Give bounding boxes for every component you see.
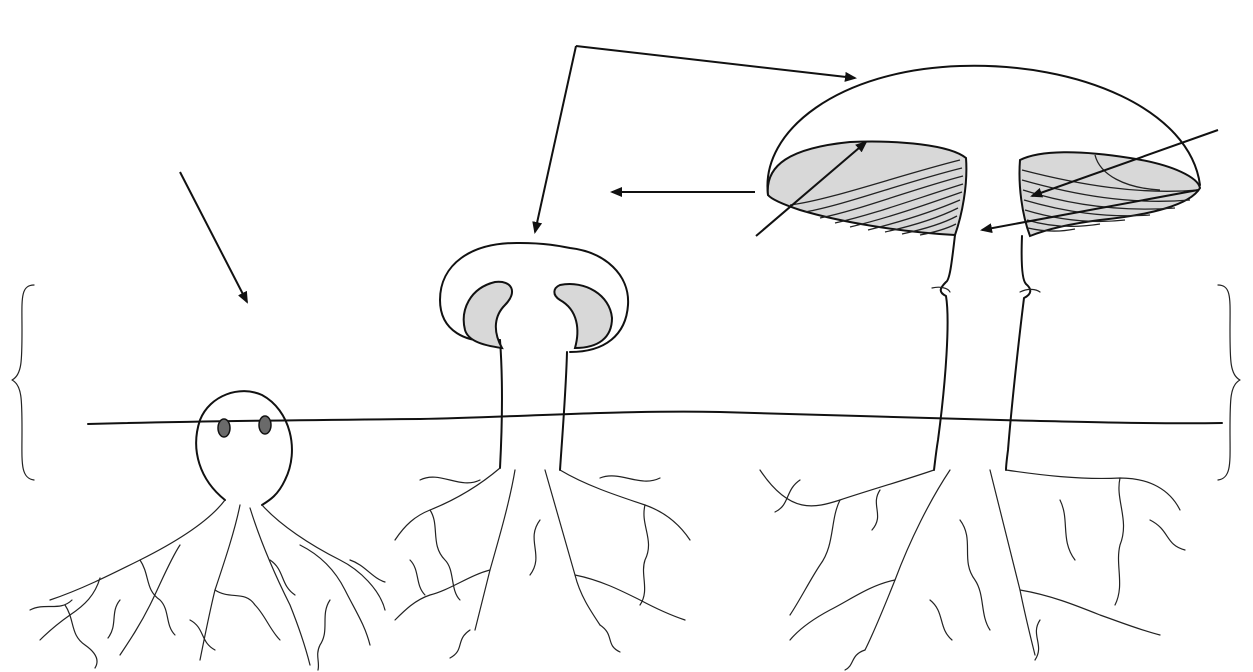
young-mushroom [440,243,628,470]
young-gill-left [464,282,512,348]
button-gill-left [218,419,230,437]
soil-surface-line [88,412,1222,424]
button-stage [196,391,292,505]
mature-mushroom [767,66,1200,470]
young-gill-right [554,284,612,348]
button-gill-right [259,416,271,434]
mycelium-left [30,500,385,670]
right-brace [1218,285,1240,480]
mycelium-right [760,470,1185,670]
left-brace [12,285,34,480]
mature-gill-left [768,142,967,235]
mycelium-middle [395,468,690,658]
arrow-button-stage [180,172,247,302]
arrow-cap-fork [576,46,855,78]
